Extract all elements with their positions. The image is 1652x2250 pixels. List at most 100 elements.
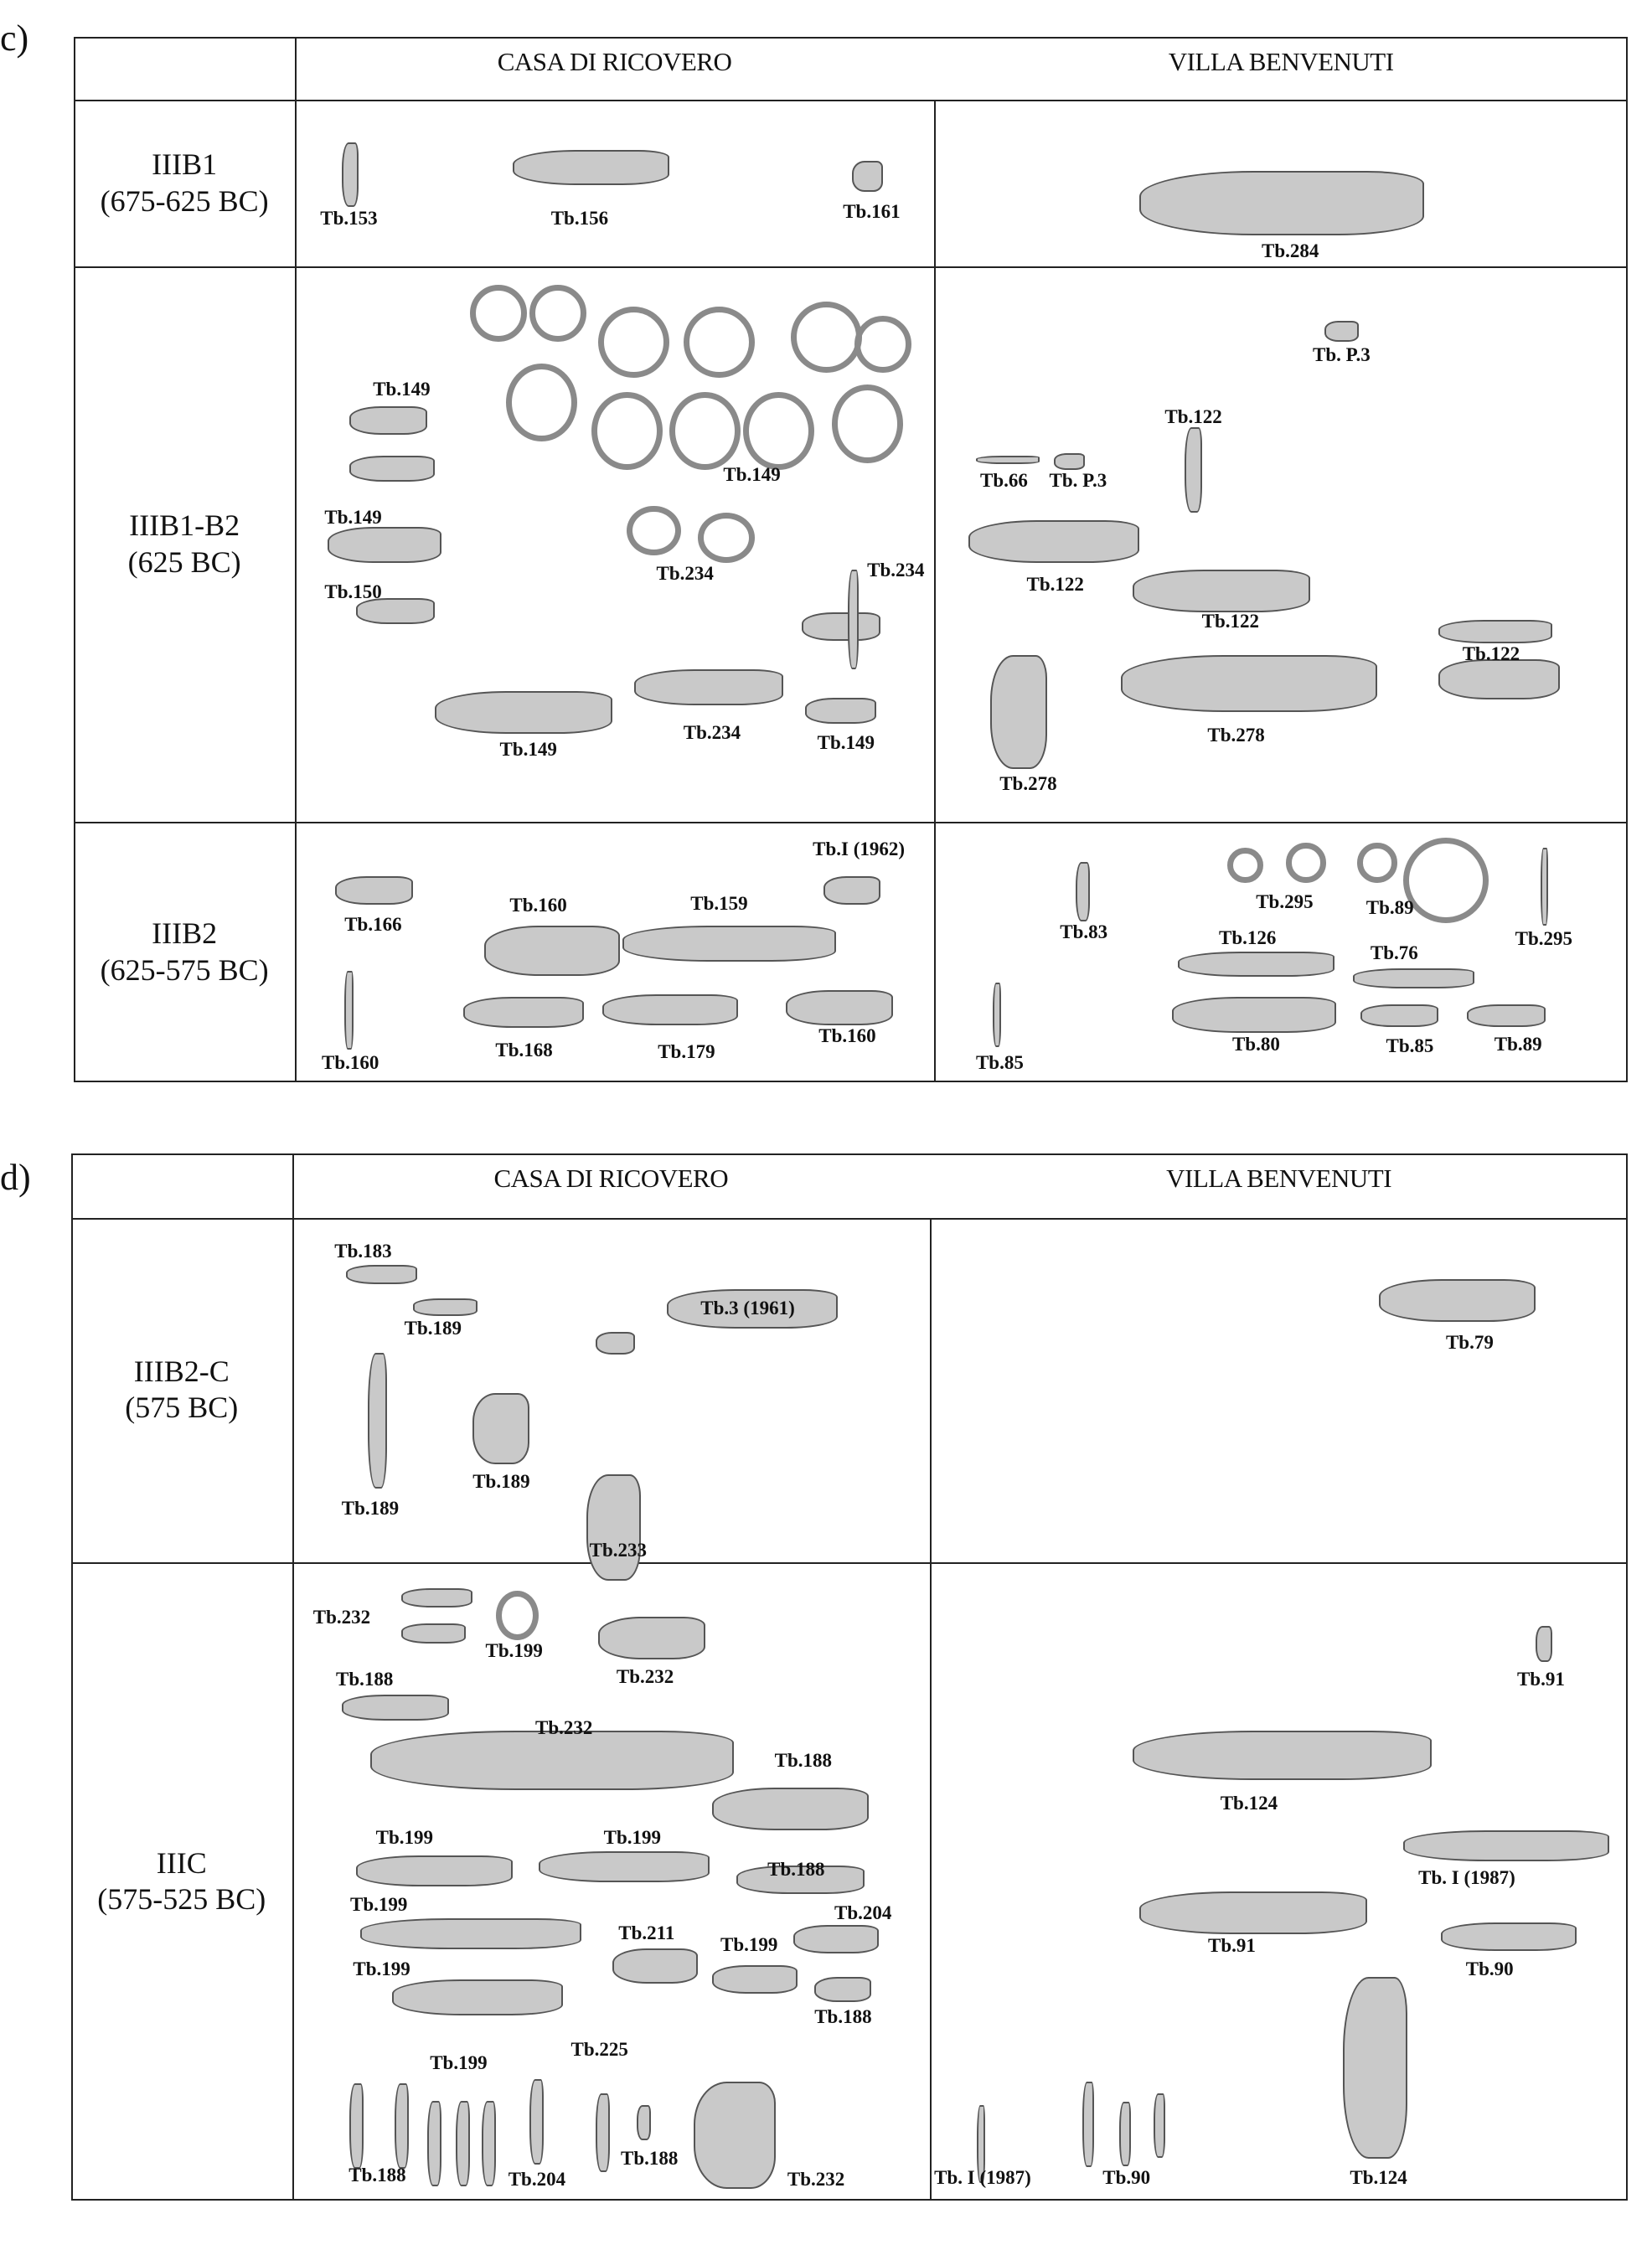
artifact-drawing <box>427 2100 441 2186</box>
tomb-label: Tb.199 <box>430 2051 488 2073</box>
artifact-drawing <box>1185 427 1202 513</box>
tomb-label: Tb.234 <box>867 560 925 581</box>
row-divider <box>71 1561 1629 1564</box>
column-divider <box>934 100 937 1082</box>
artifact-drawing <box>627 505 681 555</box>
panel-letter: c) <box>0 18 29 59</box>
tomb-label: Tb.199 <box>485 1640 543 1662</box>
date-range: (575-525 BC) <box>97 1881 266 1916</box>
artifact-drawing <box>684 306 755 378</box>
tomb-label: Tb. P.3 <box>1312 344 1371 366</box>
artifact-drawing <box>790 302 862 374</box>
tomb-label: Tb.90 <box>1102 2167 1151 2189</box>
tomb-label: Tb.150 <box>324 581 382 602</box>
panel-letter: d) <box>0 1157 31 1199</box>
artifact-drawing <box>831 384 903 463</box>
artifact-drawing <box>1360 1004 1438 1027</box>
column-header-villa-benvenuti: VILLA BENVENUTI <box>1168 47 1394 77</box>
artifact-drawing <box>1132 570 1310 612</box>
date-range: (625 BC) <box>127 544 241 579</box>
artifact-drawing <box>598 306 669 378</box>
tomb-label: Tb.232 <box>616 1666 674 1687</box>
artifact-drawing <box>1075 861 1090 921</box>
tomb-label: Tb.91 <box>1516 1669 1565 1690</box>
tomb-label: Tb.188 <box>348 2165 406 2185</box>
tomb-label: Tb.232 <box>312 1606 371 1628</box>
tomb-label: Tb.188 <box>774 1750 832 1772</box>
artifact-drawing <box>1177 951 1335 978</box>
tomb-label: Tb.161 <box>843 200 901 222</box>
artifact-drawing <box>348 456 435 482</box>
tomb-label: Tb. P.3 <box>1049 470 1107 491</box>
artifact-drawing <box>823 875 880 905</box>
row-divider <box>74 821 1629 823</box>
artifact-drawing <box>977 2104 986 2184</box>
artifact-drawing <box>1467 1004 1546 1027</box>
tomb-label: Tb.188 <box>335 1669 394 1690</box>
tomb-label: Tb.188 <box>767 1858 825 1880</box>
tomb-label: Tb.160 <box>321 1052 379 1074</box>
tomb-label: Tb.199 <box>720 1933 778 1955</box>
row-header: IIIB1-B2(625 BC) <box>128 508 241 580</box>
row-divider <box>71 1217 1629 1220</box>
artifact-drawing <box>1082 2082 1094 2168</box>
tomb-label: Tb.122 <box>1462 643 1520 665</box>
tomb-label: Tb.160 <box>818 1025 876 1046</box>
artifact-drawing <box>602 993 738 1025</box>
tomb-label: Tb.149 <box>723 464 781 486</box>
artifact-drawing <box>1357 843 1397 883</box>
phase-label: IIIB2 <box>152 916 218 951</box>
tomb-label: Tb.188 <box>814 2006 872 2028</box>
artifact-drawing <box>367 1353 388 1489</box>
artifact-drawing <box>598 1616 705 1659</box>
artifact-drawing <box>1139 1891 1367 1934</box>
tomb-label: Tb.199 <box>603 1827 661 1849</box>
artifact-drawing <box>712 1965 798 1994</box>
row-header: IIIB1(675-625 BC) <box>101 147 269 219</box>
artifact-drawing <box>786 989 893 1025</box>
tomb-label: Tb.189 <box>341 1498 400 1520</box>
artifact-drawing <box>529 285 587 342</box>
artifact-drawing <box>743 391 815 470</box>
artifact-drawing <box>804 698 876 724</box>
artifact-drawing <box>344 971 354 1050</box>
column-header-casa-di-ricovero: CASA DI RICOVERO <box>493 1163 729 1193</box>
artifact-drawing <box>814 1976 872 2003</box>
artifact-drawing <box>328 527 441 563</box>
artifact-drawing <box>586 1473 641 1581</box>
artifact-drawing <box>1378 1278 1536 1322</box>
artifact-drawing <box>698 513 755 563</box>
tomb-label: Tb.199 <box>349 1894 408 1915</box>
tomb-label: Tb.159 <box>690 892 748 914</box>
artifact-drawing <box>1438 659 1560 699</box>
tomb-label: Tb.204 <box>834 1902 892 1924</box>
artifact-drawing <box>360 1917 581 1950</box>
tomb-label: Tb.89 <box>1365 897 1414 918</box>
artifact-drawing <box>851 161 883 193</box>
tomb-label: Tb.66 <box>980 470 1028 491</box>
column-divider <box>292 1153 294 2201</box>
tomb-label: Tb.225 <box>570 2039 628 2061</box>
artifact-drawing <box>1402 837 1489 923</box>
column-divider <box>930 1217 932 2201</box>
artifact-drawing <box>356 1855 513 1887</box>
artifact-drawing <box>529 2079 545 2165</box>
artifact-drawing <box>636 2104 651 2141</box>
tomb-label: Tb.91 <box>1208 1935 1256 1957</box>
artifact-drawing <box>736 1866 865 1894</box>
row-header: IIIC(575-525 BC) <box>97 1845 266 1917</box>
artifact-drawing <box>348 405 427 435</box>
artifact-drawing <box>356 598 435 624</box>
tomb-label: Tb.284 <box>1261 240 1319 262</box>
tomb-label: Tb.232 <box>534 1717 593 1739</box>
artifact-drawing <box>1154 2093 1165 2158</box>
column-header-villa-benvenuti: VILLA BENVENUTI <box>1166 1163 1392 1193</box>
artifact-drawing <box>391 1979 563 2015</box>
artifact-drawing <box>1324 320 1359 342</box>
date-range: (625-575 BC) <box>100 952 269 987</box>
artifact-drawing <box>413 1298 478 1316</box>
artifact-drawing <box>472 1392 530 1464</box>
artifact-drawing <box>484 926 620 976</box>
artifact-drawing <box>1054 452 1086 470</box>
tomb-label: Tb.122 <box>1164 405 1222 427</box>
